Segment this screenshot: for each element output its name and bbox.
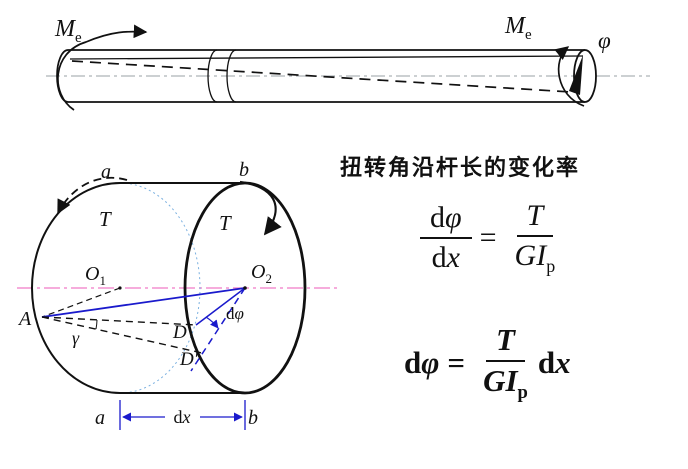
line-a-o2 <box>41 287 246 318</box>
label-phi: φ <box>598 28 611 53</box>
radius-o2-dprime <box>190 287 246 372</box>
dphi-angle-arc <box>205 316 219 329</box>
equals-sign: = <box>447 345 466 381</box>
radius-o2-d <box>195 287 246 326</box>
label-t-right: T <box>219 211 232 235</box>
torque-arrow-t-right <box>239 180 282 236</box>
label-me-right: Me <box>504 13 532 43</box>
torque-arrow-right <box>554 46 585 107</box>
section-heading: 扭转角沿杆长的变化率 <box>340 155 581 180</box>
equals-sign: = <box>479 220 497 254</box>
left-face-front-edge <box>31 182 121 394</box>
point-o2-dot <box>243 286 247 290</box>
label-a-top: a <box>101 161 111 183</box>
label-gamma: γ <box>72 328 80 348</box>
line-a-dprime <box>41 316 203 354</box>
label-dphi: dφ <box>226 304 244 323</box>
label-me-left: Me <box>54 16 82 46</box>
label-a-bottom: a <box>95 407 105 429</box>
torque-arrow-left <box>57 24 148 111</box>
label-b-bottom: b <box>248 407 258 429</box>
label-o1: O1 <box>85 263 106 288</box>
fraction-dphi-dx: dφ dx <box>420 202 472 273</box>
numerator-t: T <box>516 200 554 237</box>
numerator-t: T <box>485 323 525 362</box>
left-face-hidden-edge <box>119 182 201 394</box>
label-dx: dx <box>174 407 191 427</box>
label-b-top: b <box>239 159 249 181</box>
label-t-left: T <box>99 207 112 231</box>
denominator-gip: GIp <box>483 362 528 403</box>
label-o2: O2 <box>251 261 272 286</box>
torque-arrow-t-left <box>57 176 128 215</box>
section-mark-1 <box>207 49 218 103</box>
lhs-dphi: dφ <box>404 345 440 381</box>
gamma-angle-arc <box>95 319 98 330</box>
numerator-dphi: dφ <box>420 202 472 239</box>
equation-twist-rate: dφ dx = T GIp <box>420 200 565 275</box>
denominator-dx: dx <box>431 240 460 274</box>
element-figure: a b T T O1 O2 A D D′ γ dφ dx a b <box>17 159 339 430</box>
shaft-figure: Me Me φ <box>46 13 650 111</box>
denominator-gip: GIp <box>514 238 556 276</box>
twisted-generator-line <box>71 60 572 93</box>
phi-angle-fill <box>569 55 583 95</box>
original-generator-line <box>69 55 584 60</box>
line-a-d <box>41 316 197 326</box>
label-point-d-prime: D′ <box>179 349 199 370</box>
tail-dx: dx <box>537 345 571 381</box>
fraction-t-gip-2: T GIp <box>473 323 538 403</box>
radius-o1-a <box>41 287 121 318</box>
label-point-a: A <box>17 308 32 330</box>
section-mark-2 <box>226 49 237 103</box>
point-o1-dot <box>118 286 122 290</box>
label-point-d: D <box>172 322 187 343</box>
equation-dphi: dφ = T GIp dx <box>404 323 571 403</box>
fraction-t-gip: T GIp <box>505 200 566 275</box>
